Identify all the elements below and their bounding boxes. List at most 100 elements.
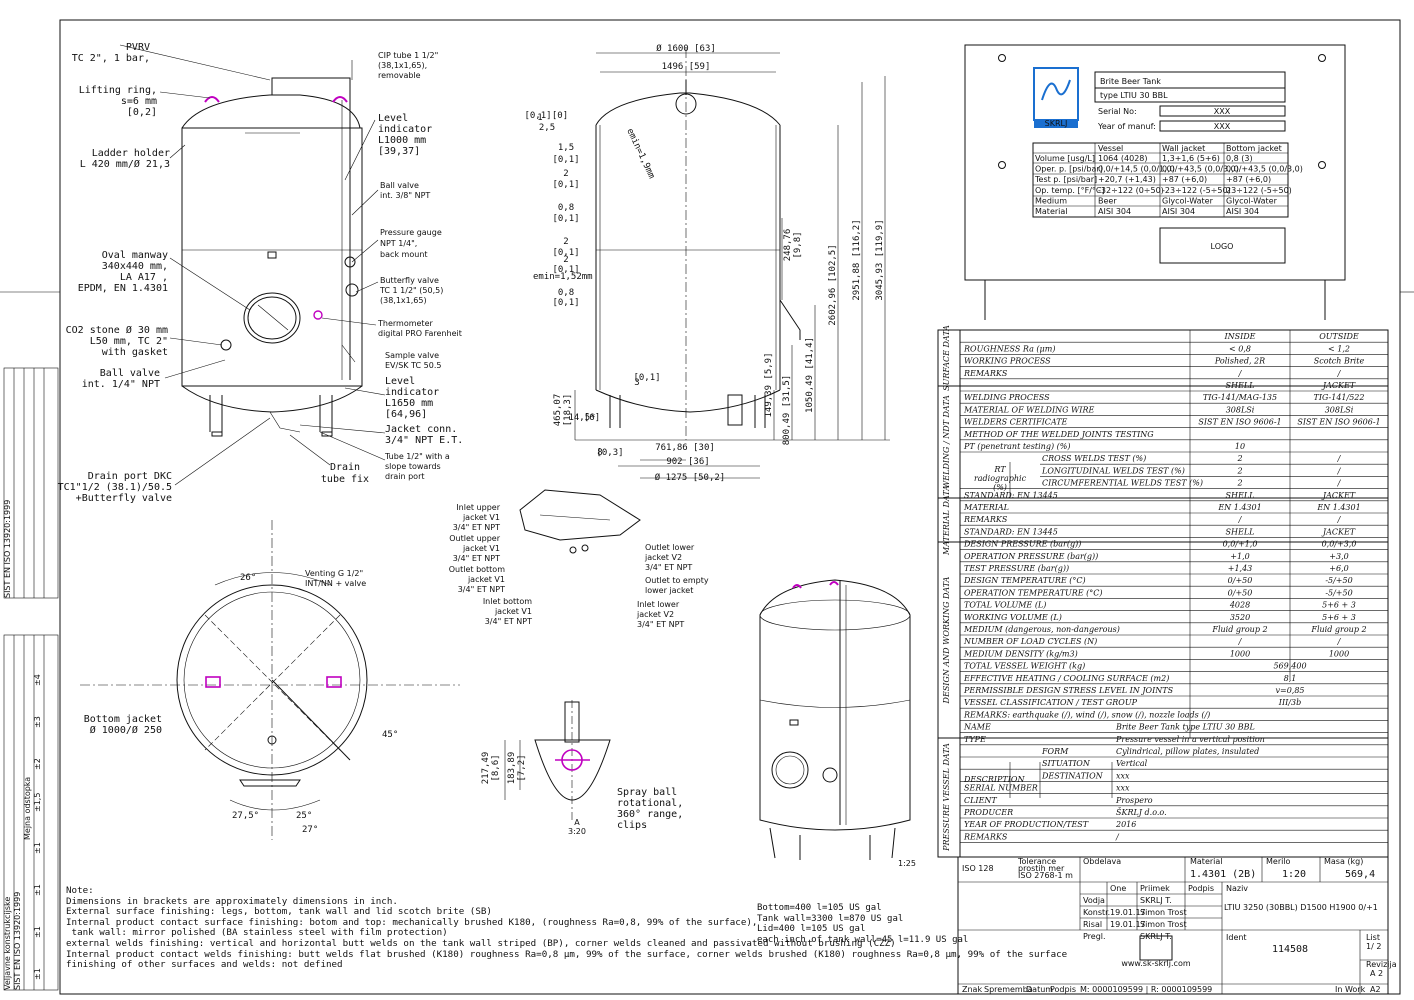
outlet-upper-label: jacket V1 xyxy=(462,544,500,553)
level-indicator-1-label: indicator xyxy=(378,124,432,135)
side-row: ±1 xyxy=(33,926,42,938)
outlet-lower-label: 3/4" ET NPT xyxy=(645,563,692,572)
spec-value: 0,0/+3,0 xyxy=(1322,540,1357,549)
logo-box: LOGO xyxy=(1211,242,1234,251)
spray-ball-label: clips xyxy=(617,820,647,831)
tb-role: Konstr. xyxy=(1083,908,1110,917)
nameplate-cell: Medium xyxy=(1035,196,1067,205)
spec-row-lines xyxy=(960,341,1388,843)
tolerance-label: Tolerance xyxy=(1017,857,1056,866)
web-label: www.sk-skrlj.com xyxy=(1121,959,1190,968)
serial-value: XXX xyxy=(1214,107,1231,116)
dim-d1275: Ø 1275 [50,2] xyxy=(655,472,725,483)
spec-value: / xyxy=(1238,637,1243,646)
spec-value: / xyxy=(1337,479,1342,488)
tb-bottom: M: 0000109599 | R: 0000109599 xyxy=(1080,985,1212,994)
spec-label: TOTAL VESSEL WEIGHT (kg) xyxy=(964,662,1085,671)
notes-block: Note: Dimensions in brackets are approxi… xyxy=(66,885,1068,971)
co2-stone-label: L50 mm, TC 2" xyxy=(90,336,168,347)
obdelava-label: Obdelava xyxy=(1083,857,1121,866)
front-elevation-view xyxy=(181,77,363,437)
nameplate-cell: 1,3+1,6 (5+6) xyxy=(1162,154,1220,163)
sample-valve-label: EV/SK TC 50.5 xyxy=(385,361,441,370)
small-dim: 14,5* xyxy=(568,413,595,423)
spec-label: REMARKS xyxy=(963,832,1008,841)
inlet-lower-label: jacket V2 xyxy=(636,610,674,619)
spec-value: 569,400 xyxy=(1273,662,1306,671)
tb-date: 19.01.17 xyxy=(1110,908,1146,917)
spec-value: EN 1.4301 xyxy=(1217,503,1261,512)
naziv-label: Naziv xyxy=(1226,884,1248,893)
spec-value: Cylindrical, pillow plates, insulated xyxy=(1116,747,1259,756)
tb-col: One xyxy=(1110,884,1126,893)
drain-port-label: TC1"1/2 (38.1)/50.5 xyxy=(58,482,172,493)
spec-label: MATERIAL OF WELDING WIRE xyxy=(963,405,1094,414)
sample-valve-label: Sample valve xyxy=(385,351,439,360)
spray-ball-label: 360° range, xyxy=(617,809,683,820)
nameplate-cell: AISI 304 xyxy=(1162,207,1195,216)
bottom-view xyxy=(80,520,460,840)
spec-value: Polished, 2R xyxy=(1214,357,1265,366)
spec-value: -5/+50 xyxy=(1325,588,1352,597)
title-block xyxy=(957,856,1389,995)
small-dim: [0,1] xyxy=(524,111,551,121)
spec-label: CLIENT xyxy=(964,796,997,805)
level-indicator-2-label: [64,96] xyxy=(385,409,427,420)
small-dim: [0,1] xyxy=(552,214,579,224)
spec-value: Prospero xyxy=(1115,796,1153,805)
spec-label: REMARKS xyxy=(963,369,1008,378)
tb-role: Risal xyxy=(1083,920,1102,929)
level-indicator-1-label: Level xyxy=(378,113,408,124)
nameplate-cell: +87 (+6,0) xyxy=(1162,175,1207,184)
detail-a-label: 3:20 xyxy=(568,827,586,836)
spec-value: 8,1 xyxy=(1284,674,1297,683)
logo-text: SKRLJ xyxy=(1045,119,1068,128)
nameplate-cell: 0,0/+43,5 (0,0/3,0) xyxy=(1226,165,1303,174)
spec-value: SHELL xyxy=(1226,491,1255,500)
spec-value: Pressure vessel in a vertical position xyxy=(1115,735,1265,744)
spec-value: / xyxy=(1115,832,1120,841)
drain-port-label: Drain port DKC xyxy=(88,471,172,482)
year-value: XXX xyxy=(1214,122,1231,131)
outlet-upper-label: Outlet upper xyxy=(449,534,500,543)
dim-a26: 26° xyxy=(240,573,256,583)
spec-label: LONGITUDINAL WELDS TEST (%) xyxy=(1041,466,1185,475)
spec-label: NUMBER OF LOAD CYCLES (N) xyxy=(963,637,1097,646)
pvrv-label: TC 2", 1 bar, xyxy=(72,53,150,64)
tube-label: drain port xyxy=(385,472,425,481)
spec-label: NAME xyxy=(963,723,991,732)
spec-value: v=0,85 xyxy=(1275,686,1304,695)
nameplate-cell: Material xyxy=(1035,207,1068,216)
spec-value: / xyxy=(1238,515,1243,524)
spec-value: / xyxy=(1337,466,1342,475)
pressure-gauge-label: NPT 1/4", xyxy=(380,239,417,248)
dim-d1600: Ø 1600 [63] xyxy=(656,43,716,54)
spec-label: DESIGN TEMPERATURE (°C) xyxy=(963,576,1086,585)
jacket-detail xyxy=(519,489,641,554)
spec-value: 1000 xyxy=(1230,649,1250,658)
dim-h2174: 217,49 xyxy=(481,752,491,785)
level-indicator-2-label: Level xyxy=(385,376,415,387)
naziv-value: LTIU 3250 (30BBL) D1500 H1900 0/+1 xyxy=(1224,903,1378,912)
serial-label: Serial No: xyxy=(1098,107,1137,116)
level-indicator-1-label: L1000 mm xyxy=(378,135,426,146)
spec-value: TIG-141/MAG-135 xyxy=(1203,393,1277,402)
nameplate-cell: 0,0/+14,5 (0,0/1,0) xyxy=(1098,165,1175,174)
spec-value: 4028 xyxy=(1229,601,1250,610)
list-label: List xyxy=(1366,933,1380,942)
merilo-value: 1:20 xyxy=(1282,869,1306,880)
spec-value: 10 xyxy=(1235,442,1245,451)
spec-value: xxx xyxy=(1116,771,1130,780)
spec-value: 3520 xyxy=(1230,613,1250,622)
side-row: ±3 xyxy=(33,716,42,728)
bottom-jacket-label: Ø 1000/Ø 250 xyxy=(90,724,162,736)
list-value: 1/ 2 xyxy=(1366,942,1381,951)
nameplate-head: Vessel xyxy=(1098,144,1123,153)
nameplate-cell: -23÷122 (-5÷50) xyxy=(1162,186,1231,195)
drain-tube-label: Drain xyxy=(330,462,360,473)
spec-value: < 1,2 xyxy=(1328,344,1350,353)
tb-date: 19.01.17 xyxy=(1110,920,1146,929)
outlet-upper-label: 3/4" ET NPT xyxy=(453,554,500,563)
rev-value: A 2 xyxy=(1370,969,1383,978)
spec-value: ŠKRLJ d.o.o. xyxy=(1116,808,1167,817)
